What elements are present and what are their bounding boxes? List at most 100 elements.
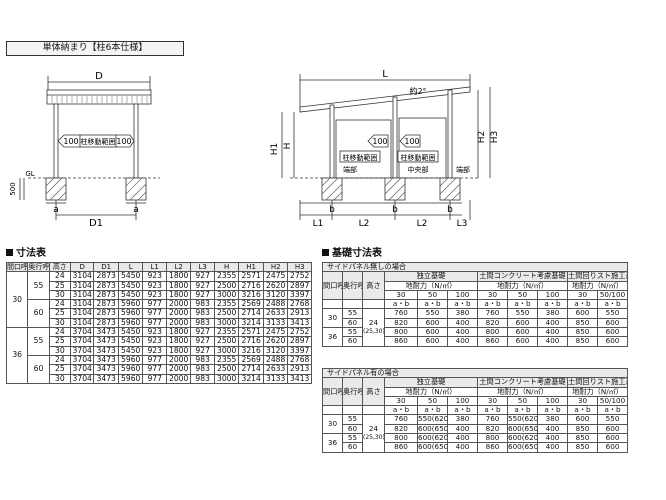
- table-cell: 2897: [287, 280, 312, 291]
- table-cell: 927: [190, 345, 215, 356]
- column-header: L3: [190, 261, 215, 273]
- table-cell: 977: [142, 364, 167, 375]
- table-cell: 977: [142, 354, 167, 366]
- bearing-value: 50: [417, 395, 448, 407]
- side-arrow-2-label: 100: [404, 137, 419, 146]
- table-row: サイドパネル無しの場合: [321, 261, 629, 273]
- ab-label: a・b: [537, 405, 568, 416]
- foundation-value: 600: [596, 433, 629, 444]
- foundation-value: 600(620): [417, 433, 448, 444]
- table-cell: 2355: [213, 271, 240, 282]
- bearing-value: 50: [507, 289, 538, 301]
- foundation-value: 850: [567, 423, 598, 435]
- table-cell: 923: [142, 327, 167, 338]
- foundation-value: 600: [417, 336, 448, 347]
- label-middle: 中央部: [408, 165, 429, 174]
- foundation-value: 800: [477, 327, 508, 338]
- dim-L2-right: L2: [417, 219, 428, 229]
- foundation-value: 850: [567, 442, 598, 453]
- foundation-value: 550: [417, 308, 448, 319]
- label-end-right: 端部: [456, 165, 470, 174]
- table-cell: 3104: [69, 317, 95, 329]
- foundation-value: 400: [447, 336, 478, 347]
- table-cell: 923: [142, 271, 167, 282]
- table-cell: 2000: [165, 364, 192, 375]
- table-cell: 977: [142, 308, 167, 319]
- ab-label: a・b: [567, 299, 598, 310]
- dim-a-right: a: [133, 205, 139, 215]
- table-cell: 2620: [262, 280, 289, 291]
- depth-cell: 55: [27, 271, 50, 301]
- column-header: 高さ: [48, 261, 71, 273]
- depth-cell: 55: [342, 414, 363, 425]
- bearing-label: 地耐力（N/㎡）: [384, 280, 478, 291]
- table-cell: 2873: [93, 280, 119, 291]
- depth-cell: 60: [342, 336, 363, 347]
- column-header: D: [69, 261, 95, 273]
- table-cell: 25: [48, 364, 71, 375]
- table-cell: 3704: [69, 327, 95, 338]
- table-cell: 1800: [165, 345, 192, 356]
- width-cell: 30: [322, 308, 343, 329]
- foundation-value: 600(620): [507, 433, 538, 444]
- table-cell: 2714: [238, 364, 264, 375]
- foundation-value: 600: [567, 308, 598, 319]
- table-row: 地耐力（N/㎡）地耐力（N/㎡）地耐力（N/㎡）: [323, 280, 629, 291]
- table-cell: 2873: [93, 308, 119, 319]
- foundation-type: 独立基礎: [384, 271, 478, 282]
- foundation-value: 820: [477, 423, 508, 435]
- table-cell: 3413: [287, 317, 312, 329]
- width-header: 間口呼称: [322, 271, 343, 301]
- table-cell: 2569: [238, 299, 264, 310]
- foundation-type: 独立基礎: [384, 377, 478, 388]
- column-header: 奥行呼称: [27, 261, 50, 273]
- table-cell: 2873: [93, 317, 119, 329]
- bearing-value: 100: [447, 289, 478, 301]
- table-cell: 2571: [238, 271, 264, 282]
- column-header: H1: [238, 261, 264, 273]
- table-cell: 3704: [69, 373, 95, 384]
- width-cell: 30: [5, 271, 29, 329]
- table-cell: 3704: [69, 364, 95, 375]
- front-range-label: 柱移動範囲: [81, 137, 116, 146]
- foundation-value: 850: [567, 433, 598, 444]
- blank-cell: [322, 299, 343, 310]
- table-cell: 3000: [213, 289, 240, 301]
- dimensions-table: 間口呼称奥行呼称高さDD1LL1L2L3HH1H2H33055243104287…: [5, 261, 312, 384]
- foundation-value: 600: [507, 336, 538, 347]
- table-cell: 977: [142, 373, 167, 384]
- foundation-value: 860: [477, 442, 508, 453]
- depth-cell: 60: [27, 299, 50, 329]
- table-cell: 2488: [262, 354, 289, 366]
- table-cell: 3216: [238, 289, 264, 301]
- side-arrow-1-label: 100: [372, 137, 387, 146]
- table-cell: 2752: [287, 271, 312, 282]
- blank-cell: [362, 299, 385, 310]
- table-cell: 2475: [262, 271, 289, 282]
- table-cell: 5960: [117, 308, 144, 319]
- table-cell: 2768: [287, 299, 312, 310]
- height-note: (25,30): [363, 433, 385, 441]
- table-cell: 24: [48, 271, 71, 282]
- bearing-value: 100: [447, 395, 478, 407]
- width-header: 間口呼称: [322, 377, 343, 407]
- foundation-value: 380: [537, 308, 568, 319]
- foundation-table-with-panel: サイドパネル有の場合間口呼称奥行呼称高さ独立基礎土間コンクリート考慮基礎土間回り…: [321, 367, 629, 453]
- table-cell: 2897: [287, 336, 312, 347]
- table-cell: 2500: [213, 280, 240, 291]
- ab-label: a・b: [447, 405, 478, 416]
- foundation-value: 550: [596, 308, 629, 319]
- width-cell: 36: [5, 327, 29, 384]
- bearing-label: 地耐力（N/㎡）: [566, 386, 629, 397]
- bearing-value: 30: [567, 289, 598, 301]
- depth-cell: 55: [342, 308, 363, 319]
- table-cell: 2000: [165, 308, 192, 319]
- table-cell: 927: [190, 280, 215, 291]
- table-cell: 1800: [165, 289, 192, 301]
- dim-L: L: [382, 69, 388, 80]
